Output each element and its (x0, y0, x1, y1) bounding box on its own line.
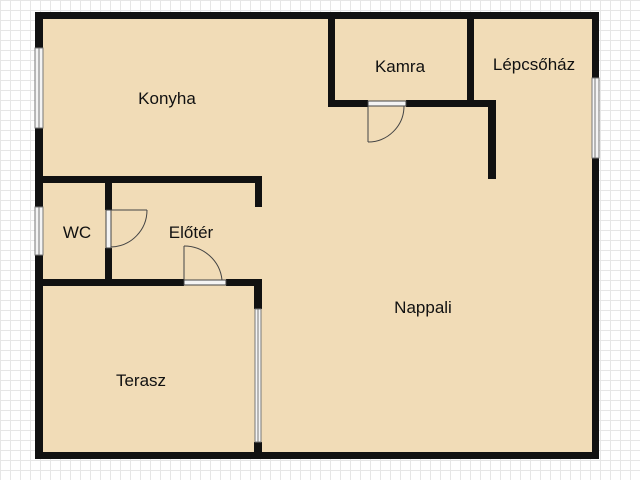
room-label-lepcsohaz: Lépcsőház (493, 55, 575, 74)
floor-area (36, 14, 598, 458)
interior-walls (38, 14, 496, 458)
room-label-nappali: Nappali (394, 298, 452, 317)
doors (105, 100, 407, 286)
door-wc (105, 209, 148, 249)
door-terasz (183, 245, 227, 286)
room-label-konyha: Konyha (138, 89, 196, 108)
room-label-wc: WC (63, 223, 91, 242)
room-label-eloter: Előtér (169, 223, 214, 242)
room-label-kamra: Kamra (375, 57, 426, 76)
door-kamra (367, 100, 407, 143)
windows (34, 47, 600, 443)
room-label-terasz: Terasz (116, 371, 166, 390)
